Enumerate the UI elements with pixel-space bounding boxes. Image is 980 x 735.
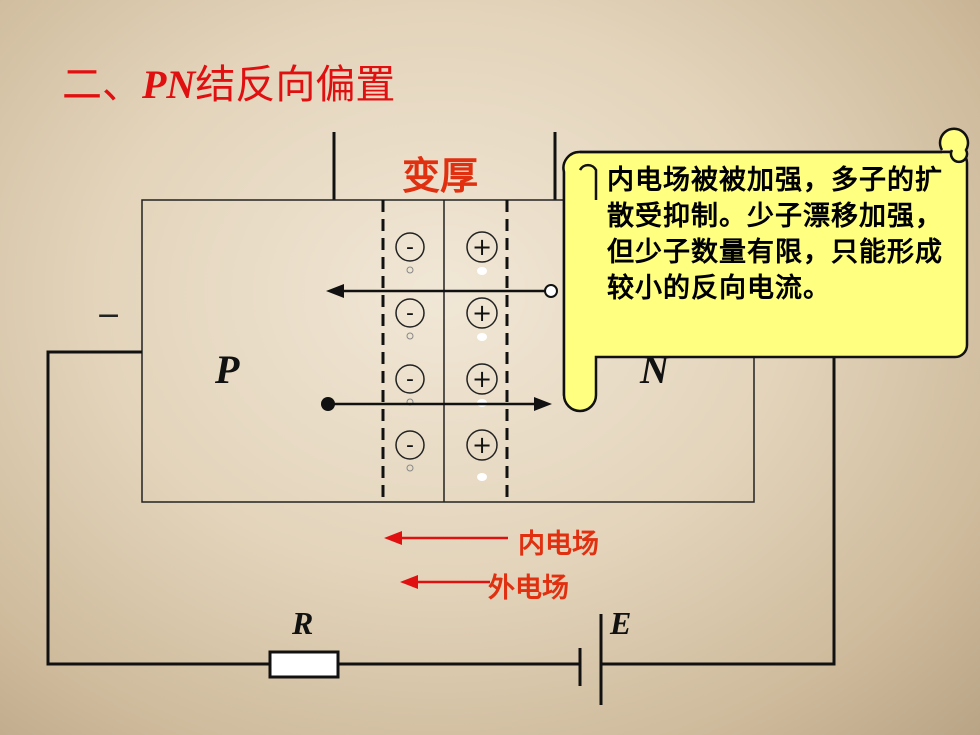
negative-ion: -: [395, 232, 425, 274]
outer-field-label: 外电场: [488, 573, 569, 604]
ion-sign: +: [472, 431, 492, 459]
resistor: [268, 650, 340, 679]
callout-scroll: [562, 127, 970, 413]
positive-ion: +: [466, 429, 498, 481]
positive-ion: +: [466, 231, 498, 275]
ion-sign: +: [472, 233, 492, 261]
wire-right: [601, 350, 836, 666]
title-suffix: 结反向偏置: [195, 62, 396, 108]
thicken-label: 变厚: [402, 154, 479, 198]
minority-drift-arrow: [326, 284, 558, 298]
ion-sign: -: [406, 235, 414, 260]
p-region-label: P: [215, 347, 240, 392]
n-region-label: N: [640, 347, 669, 392]
ion-sign: -: [406, 301, 414, 326]
negative-terminal-label: −: [96, 298, 122, 333]
outer-field-arrow: [400, 575, 490, 589]
positive-ion: +: [466, 363, 498, 407]
inner-field-arrow: [384, 531, 508, 545]
ion-sign: -: [406, 433, 414, 458]
page-title: 二、PN结反向偏置: [62, 52, 395, 110]
negative-ions: - - - -: [395, 232, 425, 472]
positive-ions: + + + +: [466, 231, 498, 481]
inner-field-label: 内电场: [518, 529, 599, 560]
ion-sign: +: [472, 299, 492, 327]
battery-label: E: [610, 605, 632, 641]
positive-ion: +: [466, 297, 498, 341]
ion-sign: -: [406, 367, 414, 392]
negative-ion: -: [395, 430, 425, 472]
majority-diffusion-arrow: [321, 397, 552, 411]
negative-ion: -: [395, 364, 425, 406]
ion-sign: +: [472, 365, 492, 393]
title-prefix: 二、: [62, 62, 142, 108]
resistor-label: R: [292, 605, 314, 641]
title-pn: PN: [142, 62, 196, 107]
wire-left: [46, 350, 270, 666]
callout-text: 内电场被被加强，多子的扩散受抑制。少子漂移加强，但少子数量有限，只能形成较小的反…: [607, 165, 943, 304]
negative-ion: -: [395, 298, 425, 340]
